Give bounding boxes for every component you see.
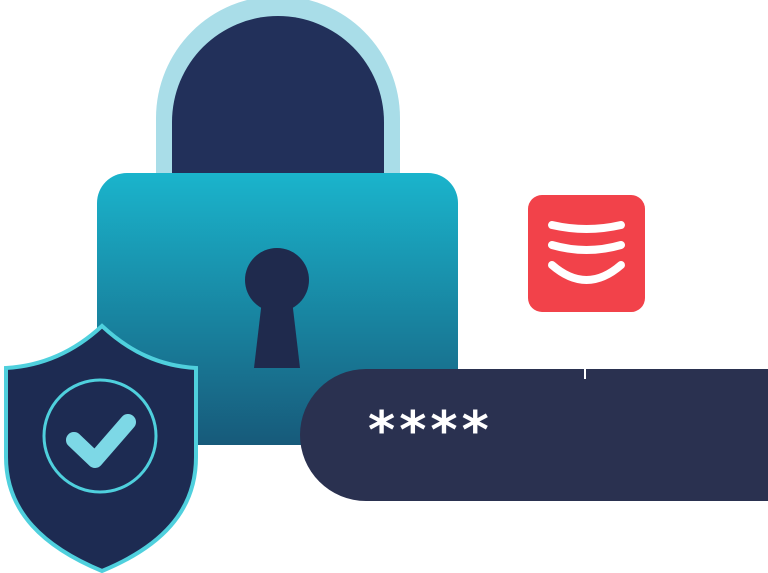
- padlock-shackle: [172, 16, 384, 210]
- password-value: ****: [368, 401, 493, 461]
- shield-check-icon: [4, 323, 198, 573]
- keyhole-icon: [245, 248, 309, 368]
- check-icon: [66, 414, 136, 468]
- stacked-lines-logo-icon: [528, 195, 645, 312]
- password-field[interactable]: [300, 369, 768, 501]
